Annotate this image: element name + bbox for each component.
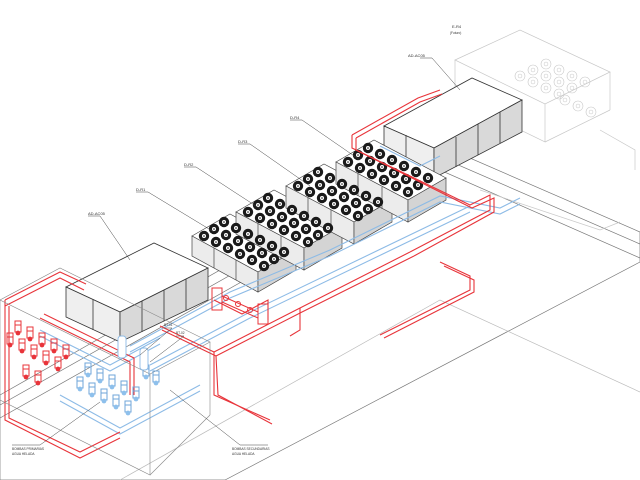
future-fans bbox=[514, 58, 597, 118]
label-chiller-top-sub: (Futuro) bbox=[450, 31, 461, 35]
label-dc3: D-R3 bbox=[238, 139, 248, 144]
leader-lines bbox=[12, 57, 461, 446]
buffer-tanks bbox=[117, 335, 149, 371]
label-pump-secondary-2: AGUA HELADA bbox=[232, 452, 255, 456]
supply-piping bbox=[4, 89, 495, 459]
label-pump-primary-2: AGUA HELADA bbox=[12, 452, 35, 456]
label-chiller-left: AD-AC05 bbox=[88, 211, 106, 216]
labels: E-R4 (Futuro) AD-AC05 AD-AC05 D-R1 D-R2 … bbox=[12, 24, 462, 456]
label-dc1: D-R1 bbox=[136, 187, 146, 192]
chiller-left[interactable] bbox=[65, 242, 209, 343]
label-chiller-top-title: E-R4 bbox=[452, 24, 462, 29]
primary-pumps bbox=[6, 320, 70, 386]
pump-room bbox=[0, 267, 211, 476]
label-chiller-top: AD-AC05 bbox=[408, 53, 426, 58]
label-dc4: D-R4 bbox=[290, 115, 300, 120]
manifold-red bbox=[211, 287, 269, 325]
label-bt1: BT-01 bbox=[164, 323, 173, 327]
label-bt2: BT-02 bbox=[176, 331, 185, 335]
label-dc2: D-R2 bbox=[184, 162, 194, 167]
label-pump-primary-1: BOMBAS PRIMARIAS bbox=[12, 447, 44, 451]
label-pump-secondary-1: BOMBAS SECUNDARIAS bbox=[232, 447, 270, 451]
secondary-pumps bbox=[76, 362, 160, 416]
